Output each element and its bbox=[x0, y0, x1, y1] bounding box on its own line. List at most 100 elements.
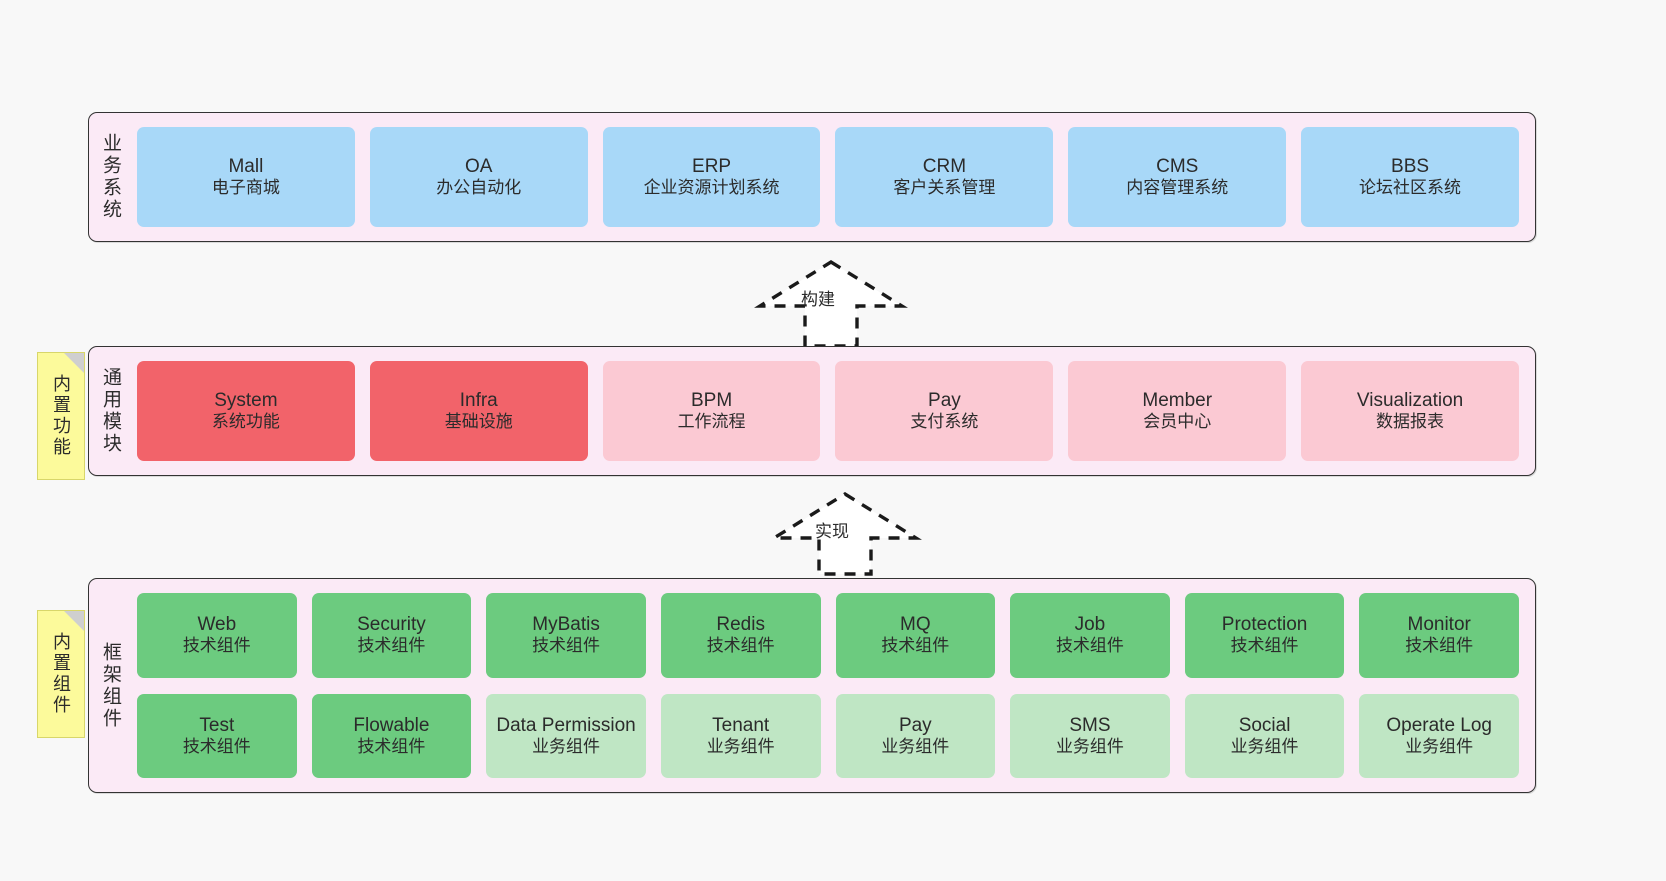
node-title: SMS bbox=[1069, 714, 1111, 736]
node-subtitle: 业务组件 bbox=[1230, 736, 1299, 756]
node-title: Data Permission bbox=[496, 714, 636, 736]
node-title: Protection bbox=[1221, 614, 1308, 636]
node-subtitle: 技术组件 bbox=[532, 636, 601, 656]
connector-implement-label: 实现 bbox=[815, 522, 849, 541]
node-title: Operate Log bbox=[1386, 714, 1492, 736]
connector-build-arrow: 构建 bbox=[754, 258, 908, 350]
node-title: Infra bbox=[459, 390, 498, 412]
node-title: BPM bbox=[690, 390, 733, 412]
node-title: Mall bbox=[228, 156, 264, 178]
node-subtitle: 业务组件 bbox=[881, 736, 950, 756]
node-title: CMS bbox=[1156, 156, 1199, 178]
node-title: Test bbox=[199, 714, 235, 736]
node-subtitle: 业务组件 bbox=[1405, 736, 1474, 756]
node-title: Flowable bbox=[353, 714, 430, 736]
node-title: Job bbox=[1074, 614, 1106, 636]
node-subtitle: 业务组件 bbox=[532, 736, 601, 756]
node-subtitle: 电子商城 bbox=[211, 178, 280, 198]
sticky-fold-icon bbox=[64, 611, 84, 631]
node-subtitle: 技术组件 bbox=[357, 636, 426, 656]
node-title: Social bbox=[1238, 714, 1291, 736]
node-subtitle: 系统功能 bbox=[211, 412, 280, 432]
connector-build-label: 构建 bbox=[801, 290, 835, 309]
layer-framework-title: 框架组件 bbox=[99, 641, 121, 730]
node-subtitle: 支付系统 bbox=[910, 412, 979, 432]
node-subtitle: 会员中心 bbox=[1143, 412, 1212, 432]
node-title: CRM bbox=[922, 156, 967, 178]
sticky-note-builtin-function: 内置功能 bbox=[37, 352, 85, 480]
node-subtitle: 企业资源计划系统 bbox=[643, 178, 780, 198]
node-subtitle: 技术组件 bbox=[881, 636, 950, 656]
node-title: Web bbox=[197, 614, 237, 636]
node-subtitle: 技术组件 bbox=[182, 736, 251, 756]
node-subtitle: 技术组件 bbox=[182, 636, 251, 656]
node-subtitle: 技术组件 bbox=[357, 736, 426, 756]
node-subtitle: 数据报表 bbox=[1376, 412, 1445, 432]
node-title: Visualization bbox=[1356, 390, 1464, 412]
node-title: Member bbox=[1142, 390, 1213, 412]
node-title: Redis bbox=[716, 614, 765, 636]
node-title: OA bbox=[465, 156, 493, 178]
node-title: MyBatis bbox=[532, 614, 600, 636]
node-title: BBS bbox=[1391, 156, 1430, 178]
node-title: Security bbox=[357, 614, 426, 636]
node-subtitle: 业务组件 bbox=[1055, 736, 1124, 756]
sticky-note-builtin-function-label: 内置功能 bbox=[51, 374, 71, 458]
node-subtitle: 工作流程 bbox=[677, 412, 746, 432]
node-title: Monitor bbox=[1407, 614, 1471, 636]
node-title: MQ bbox=[900, 614, 931, 636]
layer-business-title: 业务系统 bbox=[99, 133, 121, 221]
node-title: Tenant bbox=[712, 714, 770, 736]
node-subtitle: 内容管理系统 bbox=[1126, 178, 1229, 198]
node-subtitle: 技术组件 bbox=[1055, 636, 1124, 656]
node-title: System bbox=[214, 390, 278, 412]
node-subtitle: 办公自动化 bbox=[436, 178, 522, 198]
node-subtitle: 技术组件 bbox=[706, 636, 775, 656]
layer-module-title: 通用模块 bbox=[99, 367, 121, 455]
node-subtitle: 技术组件 bbox=[1230, 636, 1299, 656]
node-title: ERP bbox=[692, 156, 732, 178]
node-subtitle: 论坛社区系统 bbox=[1359, 178, 1462, 198]
connector-implement-arrow: 实现 bbox=[768, 490, 922, 578]
node-title: Pay bbox=[928, 390, 961, 412]
sticky-note-builtin-component-label: 内置组件 bbox=[51, 632, 71, 716]
